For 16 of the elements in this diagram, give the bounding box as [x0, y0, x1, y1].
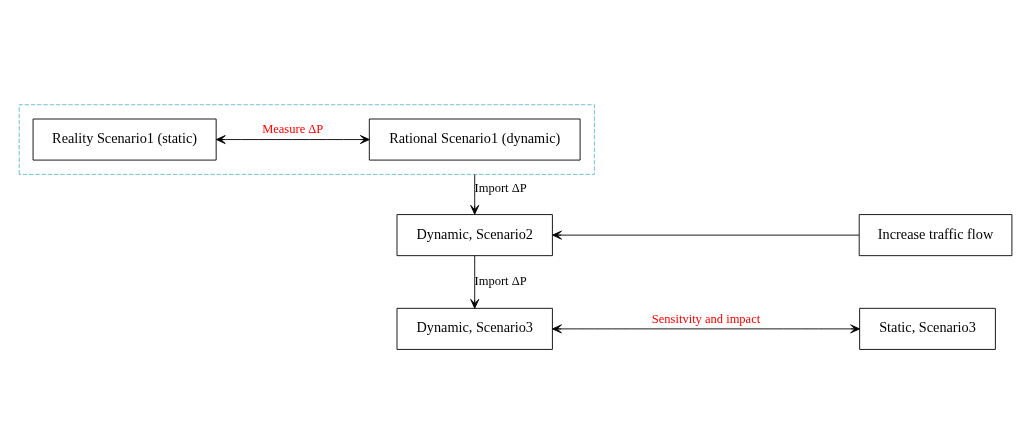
edge-label: Measure ΔP — [262, 121, 324, 136]
node-box: Dynamic, Scenario2 — [396, 213, 553, 256]
arrow — [552, 323, 860, 333]
cluster — [18, 103, 595, 175]
node-box: Increase traffic flow — [858, 213, 1013, 256]
arrow — [552, 230, 860, 240]
node-box: Dynamic, Scenario3 — [396, 307, 553, 350]
arrow — [470, 173, 480, 215]
arrow — [215, 134, 370, 144]
arrow — [470, 254, 480, 309]
node-box: Rational Scenario1 (dynamic) — [368, 118, 581, 161]
edge-label: Import ΔP — [474, 180, 527, 195]
edge-label: Import ΔP — [474, 273, 527, 288]
node-box: Reality Scenario1 (static) — [32, 118, 217, 161]
node-box: Static, Scenario3 — [859, 307, 996, 350]
edge-label: Sensitvity and impact — [651, 311, 761, 326]
